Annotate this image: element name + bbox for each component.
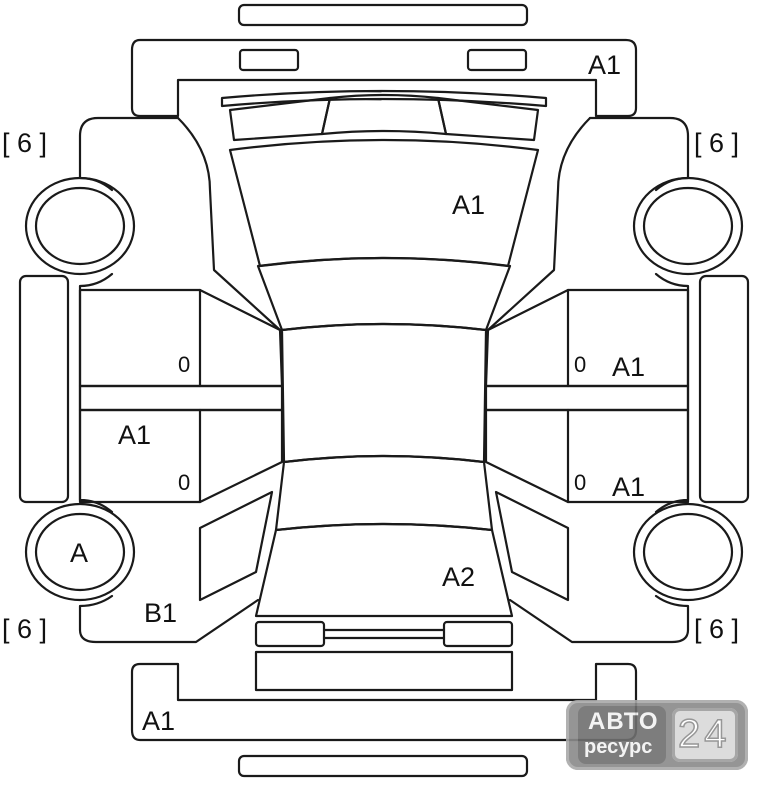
front-grille-strip — [220, 89, 548, 108]
right-rear-quarter-window — [494, 490, 570, 602]
right-sill — [484, 384, 690, 412]
label-left-rear-quarter: B1 — [144, 598, 177, 628]
rear-light-left — [254, 620, 326, 648]
rear-bumper — [130, 662, 638, 742]
label-rear-bumper: A1 — [142, 706, 175, 736]
roof-panel — [280, 322, 488, 464]
front-left-wheel-outer — [24, 176, 136, 276]
front-license-plate — [237, 3, 529, 27]
label-front-right-door-panel: 0 — [574, 352, 586, 377]
label-right-front-door: A1 — [612, 352, 645, 382]
windshield — [256, 256, 512, 332]
right-rear-door — [484, 408, 690, 504]
label-rear-right-door-panel: 0 — [574, 470, 586, 495]
left-sill — [78, 384, 284, 412]
front-bumper — [130, 38, 638, 118]
trunk-panel — [254, 522, 514, 618]
front-right-wheel-inner — [642, 186, 734, 266]
watermark-text-block: АВТО ресурс — [578, 706, 666, 764]
label-tire-front-right: [ 6 ] — [694, 128, 739, 158]
rear-left-wheel-outer — [24, 502, 136, 602]
front-right-wheel-outer — [632, 176, 744, 276]
rear-right-wheel-inner — [642, 512, 734, 592]
watermark-word-bottom: ресурс — [584, 736, 653, 758]
watermark-logo: АВТО ресурс 24 — [566, 700, 748, 770]
front-cowl — [320, 93, 448, 136]
rear-panel — [254, 650, 514, 692]
label-right-rear-door: A1 — [612, 472, 645, 502]
hood-panel — [228, 138, 540, 268]
label-tire-rear-left: [ 6 ] — [2, 614, 47, 644]
front-left-fender — [176, 116, 282, 332]
label-left-rear-wheel: A — [70, 538, 88, 568]
right-front-door — [484, 288, 690, 388]
watermark-number-block: 24 — [672, 708, 738, 762]
watermark-word-top: АВТО — [588, 708, 659, 735]
right-side-skirt — [698, 274, 750, 504]
left-side-skirt — [18, 274, 70, 504]
left-front-door — [78, 288, 284, 388]
rear-right-wheel-outer — [632, 502, 744, 602]
label-tire-rear-right: [ 6 ] — [694, 614, 739, 644]
front-light-left — [238, 48, 300, 72]
label-front-bumper: A1 — [588, 50, 621, 80]
label-hood: A1 — [452, 190, 485, 220]
watermark-number: 24 — [677, 711, 731, 757]
rear-light-right — [442, 620, 514, 648]
label-front-left-door-panel: 0 — [178, 352, 190, 377]
left-rear-quarter-window — [198, 490, 274, 602]
rear-license-plate — [237, 754, 529, 778]
rear-left-wheel-inner — [34, 512, 126, 592]
front-right-fender — [486, 116, 592, 332]
rear-window — [274, 454, 494, 532]
label-rear-left-door-panel: 0 — [178, 470, 190, 495]
label-trunk: A2 — [442, 562, 475, 592]
left-rear-door — [78, 408, 284, 504]
front-light-right — [466, 48, 528, 72]
label-tire-front-left: [ 6 ] — [2, 128, 47, 158]
label-left-front-door: A1 — [118, 420, 151, 450]
front-left-wheel-inner — [34, 186, 126, 266]
